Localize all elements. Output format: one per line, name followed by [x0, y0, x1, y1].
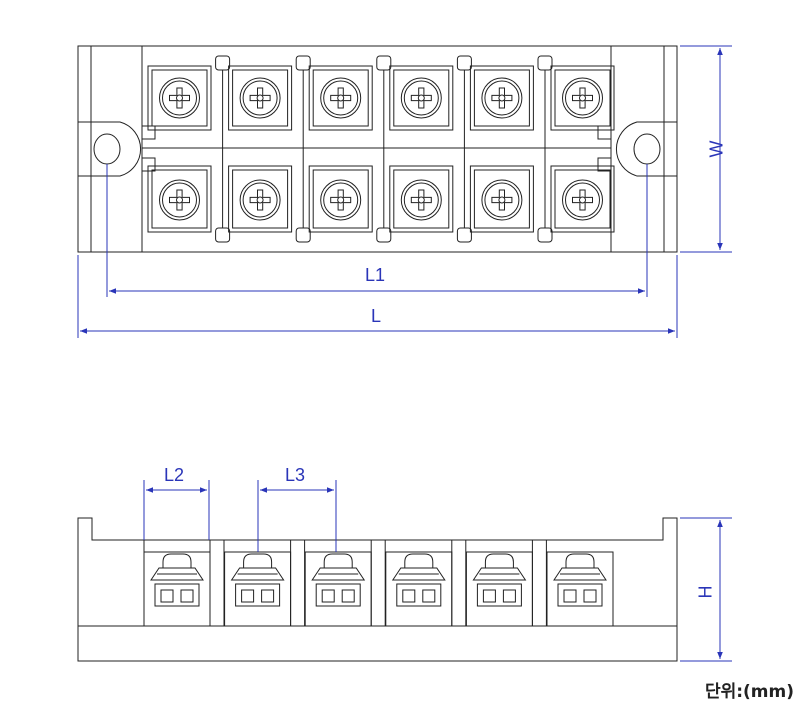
terminal-cell-upper [469, 65, 534, 131]
side-terminal [304, 551, 372, 627]
terminal-screw [239, 77, 281, 119]
side-partition [451, 539, 467, 627]
terminal-screw [562, 179, 603, 221]
side-terminal [143, 551, 211, 627]
rib-bottom [295, 227, 311, 243]
rib-bottom [215, 227, 231, 243]
l-label: L [371, 306, 382, 326]
terminal-cell-upper [389, 65, 454, 131]
terminal-screw [481, 179, 523, 221]
top-view-dimensions [77, 45, 732, 338]
side-partition [290, 539, 306, 627]
terminal-screw [159, 179, 200, 221]
rib-top [537, 55, 553, 71]
side-terminal [546, 551, 614, 627]
top-view [77, 45, 678, 253]
side-terminal [224, 551, 292, 627]
side-view-dimensions [143, 480, 732, 662]
rib-bottom [376, 227, 392, 243]
side-partition [370, 539, 386, 627]
side-view-body-outline [77, 517, 678, 662]
l2-label: L2 [164, 465, 185, 485]
terminal-screw [320, 179, 362, 221]
terminal-screw [159, 77, 200, 119]
side-partition [209, 539, 225, 627]
terminal-cell-lower [308, 165, 373, 233]
rib-top [295, 55, 311, 71]
left-mounting-lug [78, 121, 142, 177]
terminal-cell-lower [228, 165, 293, 233]
terminal-screw [400, 179, 442, 221]
side-partition [531, 539, 547, 627]
side-view [77, 517, 678, 662]
l3-label: L3 [285, 465, 306, 485]
terminal-cell-lower [147, 165, 212, 233]
terminal-screw [239, 179, 281, 221]
terminal-cell-upper [308, 65, 373, 131]
terminal-cell-upper [147, 65, 212, 131]
h-label: H [695, 585, 716, 599]
terminal-cell-upper [550, 65, 615, 131]
rib-top [456, 55, 472, 71]
terminal-screw [481, 77, 523, 119]
terminal-screw [562, 77, 603, 119]
l1-label: L1 [365, 265, 386, 285]
terminal-screw [320, 77, 362, 119]
top-view-body-outline [77, 45, 678, 253]
left-mounting-hole [93, 133, 121, 165]
right-mounting-lug [615, 121, 677, 177]
terminal-cell-upper [228, 65, 293, 131]
right-mounting-hole [633, 133, 661, 165]
terminal-cell-lower [469, 165, 534, 233]
side-terminal [465, 551, 533, 627]
side-terminal [385, 551, 453, 627]
w-label: W [706, 140, 727, 158]
units-label: 단위:(mm) [704, 682, 794, 702]
rib-top [376, 55, 392, 71]
rib-top [215, 55, 231, 71]
rib-bottom [456, 227, 472, 243]
terminal-cell-lower [389, 165, 454, 233]
terminal-cell-lower [550, 165, 615, 233]
rib-bottom [537, 227, 553, 243]
terminal-screw [400, 77, 442, 119]
